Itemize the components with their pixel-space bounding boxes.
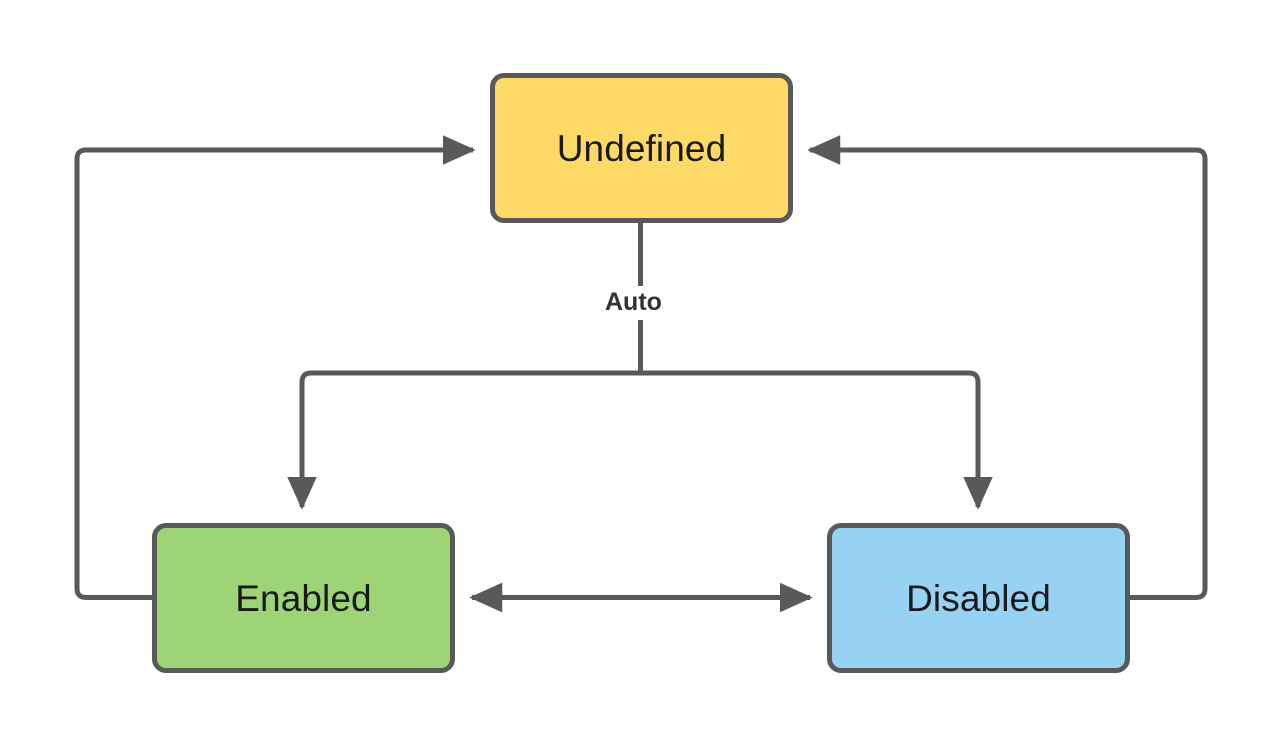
edge-undefined-to-disabled [640, 370, 993, 510]
state-node-enabled[interactable]: Enabled [152, 523, 455, 673]
state-node-undefined-label: Undefined [556, 127, 727, 169]
edge-label-auto: Auto [596, 286, 671, 319]
state-node-disabled-label: Disabled [906, 577, 1051, 619]
state-node-enabled-label: Enabled [235, 577, 372, 619]
edge-disabled-to-undefined [807, 135, 1208, 600]
state-node-undefined[interactable]: Undefined [490, 73, 793, 223]
edge-enabled-to-undefined [74, 135, 476, 600]
state-node-disabled[interactable]: Disabled [827, 523, 1130, 673]
edge-undefined-to-enabled [287, 370, 641, 510]
